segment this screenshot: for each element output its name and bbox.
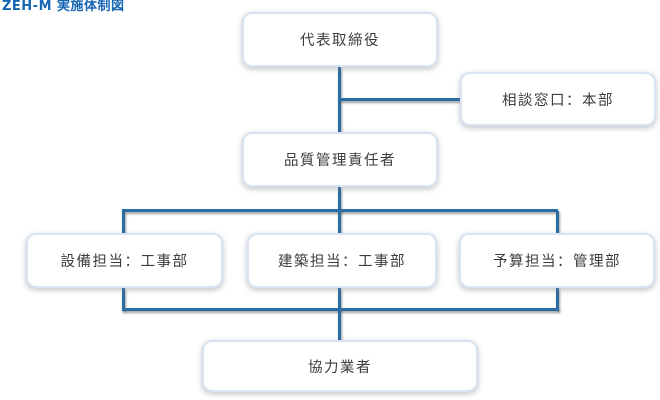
node-equipment-dept-label: 設備担当：工事部	[60, 254, 189, 270]
connector-rise-equipment	[122, 288, 125, 310]
connector-ceo-to-quality	[338, 67, 341, 132]
node-budget-dept: 予算担当：管理部	[459, 233, 655, 288]
node-partners-label: 協力業者	[308, 359, 372, 376]
node-quality-manager-label: 品質管理責任者	[284, 153, 396, 169]
node-representative-director: 代表取締役	[242, 12, 438, 67]
node-representative-director-label: 代表取締役	[300, 33, 380, 49]
connector-drop-equipment	[122, 211, 125, 233]
connector-quality-to-bus	[338, 187, 341, 212]
diagram-title: ZEH-M 実施体制図	[2, 0, 125, 14]
node-budget-dept-label: 予算担当：管理部	[493, 254, 621, 270]
connector-rise-architecture	[338, 288, 341, 310]
node-architecture-dept: 建築担当：工事部	[247, 233, 437, 288]
connector-rise-budget	[556, 288, 559, 310]
node-consultation-desk: 相談窓口：本部	[460, 72, 656, 126]
node-architecture-dept-label: 建築担当：工事部	[278, 254, 406, 270]
node-consultation-desk-label: 相談窓口：本部	[502, 92, 614, 109]
connector-bus-to-partners	[338, 310, 341, 340]
connector-bus-bottom	[122, 308, 559, 311]
node-partners: 協力業者	[202, 340, 478, 392]
node-equipment-dept: 設備担当：工事部	[26, 233, 223, 288]
node-quality-manager: 品質管理責任者	[242, 132, 438, 187]
connector-bus-top	[122, 209, 558, 212]
connector-drop-budget	[556, 211, 559, 233]
connector-branch-to-consultation	[340, 98, 460, 101]
connector-drop-architecture	[338, 211, 341, 233]
